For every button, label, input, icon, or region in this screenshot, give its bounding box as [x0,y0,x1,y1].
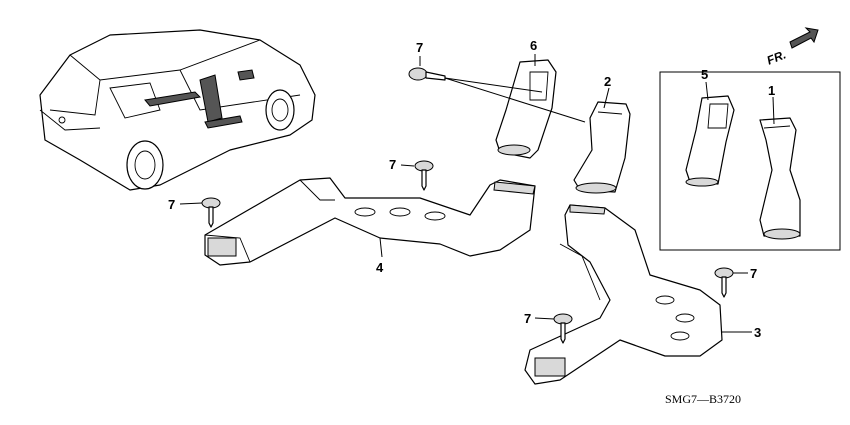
direction-label: FR. [765,47,788,67]
callout-3: 3 [754,325,761,340]
callout-7-bottom: 7 [524,311,531,326]
part-2-duct [573,101,631,194]
callout-7-top: 7 [416,40,423,55]
clip-7-mid [414,160,434,191]
part-6-duct [495,59,557,159]
callout-7-mid: 7 [389,157,396,172]
callout-2: 2 [604,74,611,89]
callout-5: 5 [701,67,708,82]
front-arrow-icon [789,27,819,49]
callout-7-right: 7 [750,266,757,281]
clip-7-left [201,197,221,228]
part-5-duct [685,95,735,187]
part-3-duct [524,204,723,385]
callout-1: 1 [768,83,775,98]
part-1-duct [759,117,801,240]
callout-7-left: 7 [168,197,175,212]
clip-7-top [408,67,446,81]
front-direction-indicator: FR. [765,27,819,68]
vehicle-illustration [39,29,316,191]
leader-lines [179,54,775,333]
part-4-duct [204,177,536,266]
clip-7-right [714,267,734,298]
diagram-code: SMG7—B3720 [665,392,741,406]
callout-6: 6 [530,38,537,53]
callout-4: 4 [376,260,384,275]
inset-frame [659,71,841,251]
